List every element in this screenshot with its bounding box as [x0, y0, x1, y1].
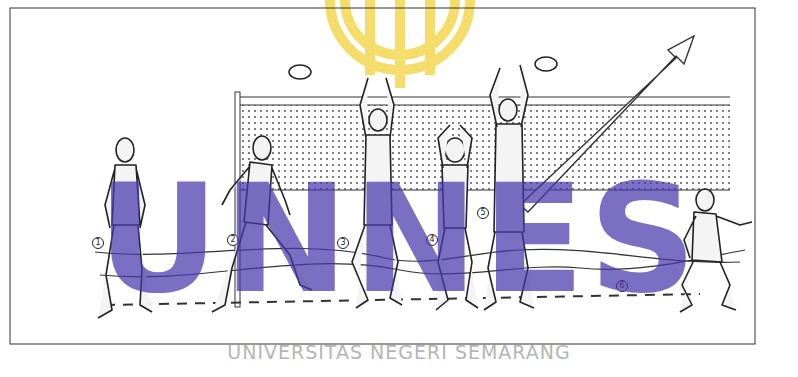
- logo-watermark: [330, 0, 470, 88]
- ball: [535, 57, 557, 71]
- player-head: [445, 138, 465, 162]
- watermark: UNIVERSITAS NEGERI SEMARANG: [0, 342, 798, 362]
- ball: [289, 65, 311, 79]
- player-head: [499, 99, 517, 121]
- player-head: [253, 136, 271, 160]
- player-head: [369, 109, 387, 131]
- player-head: [116, 138, 134, 162]
- watermark: UNNES: [0, 160, 798, 318]
